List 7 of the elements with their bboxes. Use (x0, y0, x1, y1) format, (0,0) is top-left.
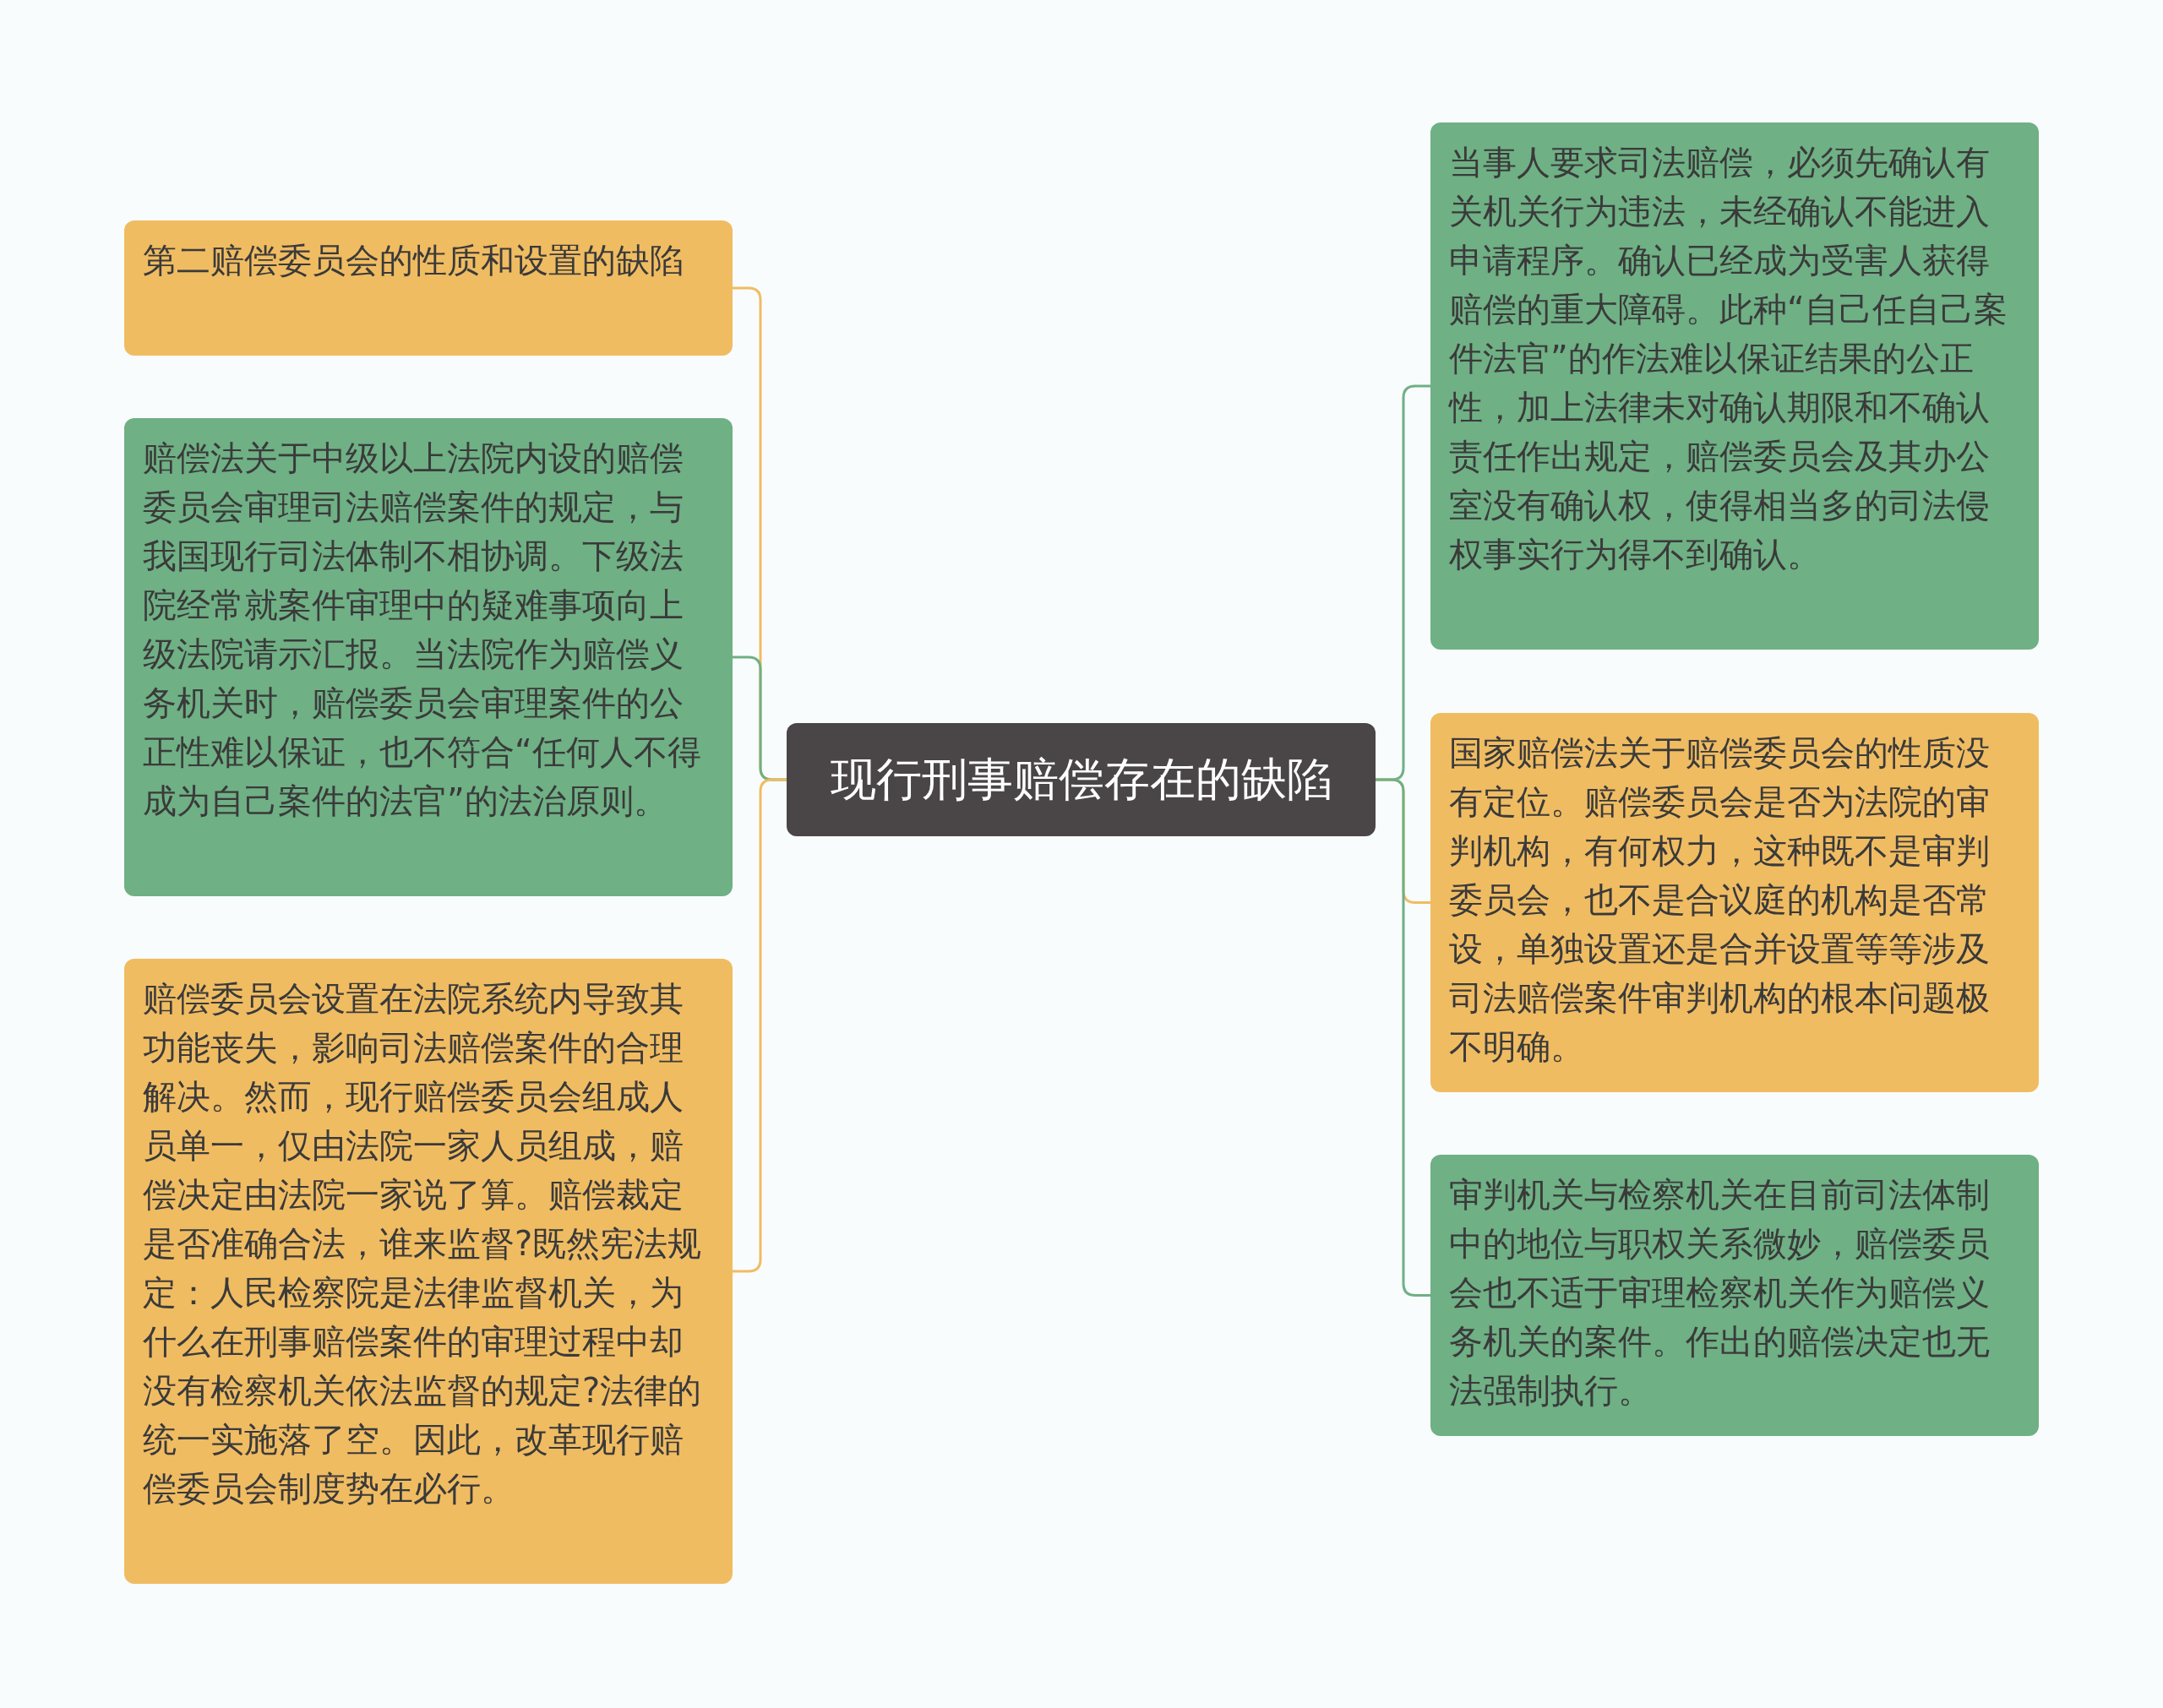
topic-box: 审判机关与检察机关在目前司法体制中的地位与职权关系微妙，赔偿委员会也不适于审理检察机关作为赔偿义务机关的案件。作出的赔偿决定也无法强制执行。 (1430, 1155, 2039, 1436)
topic-box: 赔偿委员会设置在法院系统内导致其功能丧失，影响司法赔偿案件的合理解决。然而，现行赔偿委员会组成人员单一，仅由法院一家人员组成，赔偿决定由法院一家说了算。赔偿裁定是否准确合法，谁来监督?既然宪法规定：人民检察院是法律监督机关，为什么在刑事赔偿案件的审理过程中却没有检察机关依法监督的规定?法律的统一实施落了空。因此，改革现行赔偿委员会制度势在必行。 (124, 959, 733, 1584)
topic-box: 国家赔偿法关于赔偿委员会的性质没有定位。赔偿委员会是否为法院的审判机构，有何权力，这种既不是审判委员会，也不是合议庭的机构是否常设，单独设置还是合并设置等等涉及司法赔偿案件审判机构的根本问题极不明确。 (1430, 713, 2039, 1092)
topic-box: 当事人要求司法赔偿，必须先确认有关机关行为违法，未经确认不能进入申请程序。确认已经成为受害人获得赔偿的重大障碍。此种“自己任自己案件法官”的作法难以保证结果的公正性，加上法律未对确认期限和不确认责任作出规定，赔偿委员会及其办公室没有确认权，使得相当多的司法侵权事实行为得不到确认。 (1430, 122, 2039, 650)
central-topic-box: 现行刑事赔偿存在的缺陷 (787, 723, 1376, 836)
topic-box: 第二赔偿委员会的性质和设置的缺陷 (124, 220, 733, 356)
topic-box: 赔偿法关于中级以上法院内设的赔偿委员会审理司法赔偿案件的规定，与我国现行司法体制不相协调。下级法院经常就案件审理中的疑难事项向上级法院请示汇报。当法院作为赔偿义务机关时，赔偿委员会审理案件的公正性难以保证，也不符合“任何人不得成为自己案件的法官”的法治原则。 (124, 418, 733, 896)
